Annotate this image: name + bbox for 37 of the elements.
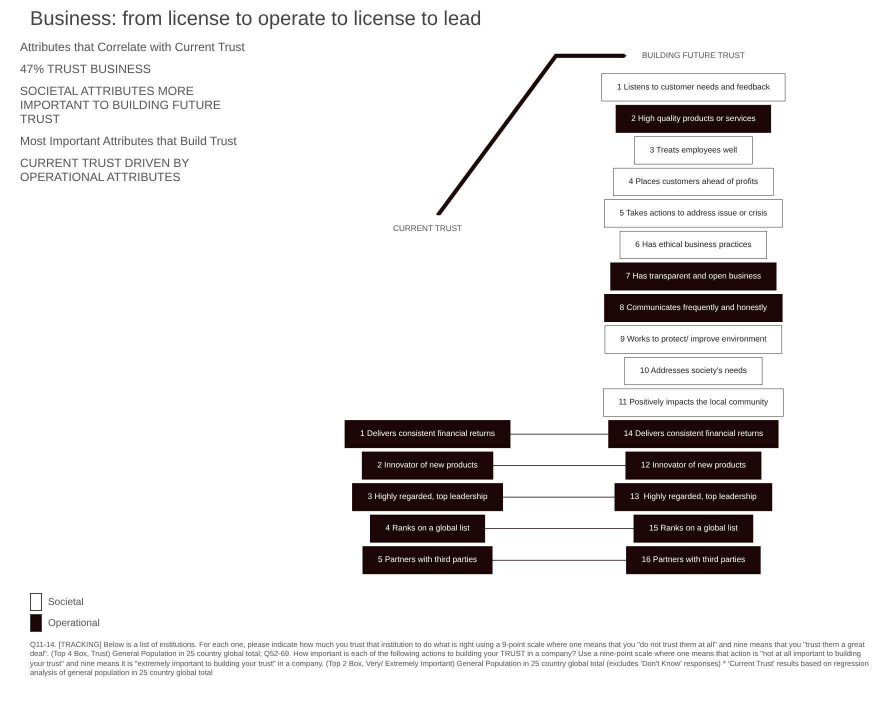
annotation-text: 47% TRUST BUSINESS [20,62,152,76]
node-box [626,546,761,574]
node-box [625,452,762,480]
annotation-text: Attributes that Correlate with Current Trust [20,40,246,54]
connector [492,465,626,466]
node-text: CURRENT TRUST [393,224,462,234]
node-box [624,357,762,386]
node-box [370,514,486,543]
node-box [603,388,784,417]
node-box [608,420,779,448]
node-box [352,483,503,512]
annotation-text: Most Important Attributes that Build Trust [20,134,238,148]
node-box [614,483,772,512]
node-box [344,420,510,448]
node-box [613,168,774,196]
trust-attributes-diagram: BUILDING FUTURE TRUST 1 Listens to customer needs and feedback 2 High quality products or services 3 Treats employees well 4 Places customers ahead of profits 5 Takes actions to address issue or crisis CURRENT TRUST 6 Has ethical business practices 7 Has transparent and open business 8 Communicates frequently and honestly 9 Works to protect/ improve environment 10 Addresses society's needs 11 Positively impacts the local community 1 Delivers consistent financial returns 14 Delivers consistent financial returns 2 Innovator of new products 12 Innovator of new products 3 Highly regarded, top leadership 13 Highly regarded, top leadership 4 Ranks on a global list 15 Ranks on a global list 5 Partners with third parties 16 Partners with third parties [250,38,880,578]
connector [502,496,616,498]
node-box [634,136,753,164]
connector [492,560,627,561]
legend-label: Operational [48,618,100,628]
node-box [634,514,754,543]
arrow [436,54,627,217]
node-box [610,262,777,290]
annotation-text: CURRENT TRUST DRIVEN BY OPERATIONAL ATTRIBUTES [20,156,190,184]
node-box [362,452,494,480]
node-box [362,546,493,574]
legend-label: Societal [48,596,84,608]
node-box [604,199,783,228]
annotation-text: SOCIETAL ATTRIBUTES MORE IMPORTANT TO BUILDING FUTURE TRUST [20,84,222,126]
node-box [604,294,783,322]
node-text: BUILDING FUTURE TRUST [642,51,745,60]
node-box [601,73,786,102]
connector [484,528,634,530]
node-box [616,104,772,133]
node-box [620,230,767,259]
node-box [604,326,782,354]
diagram-title: Business: from license to operate to license to lead [30,8,482,31]
